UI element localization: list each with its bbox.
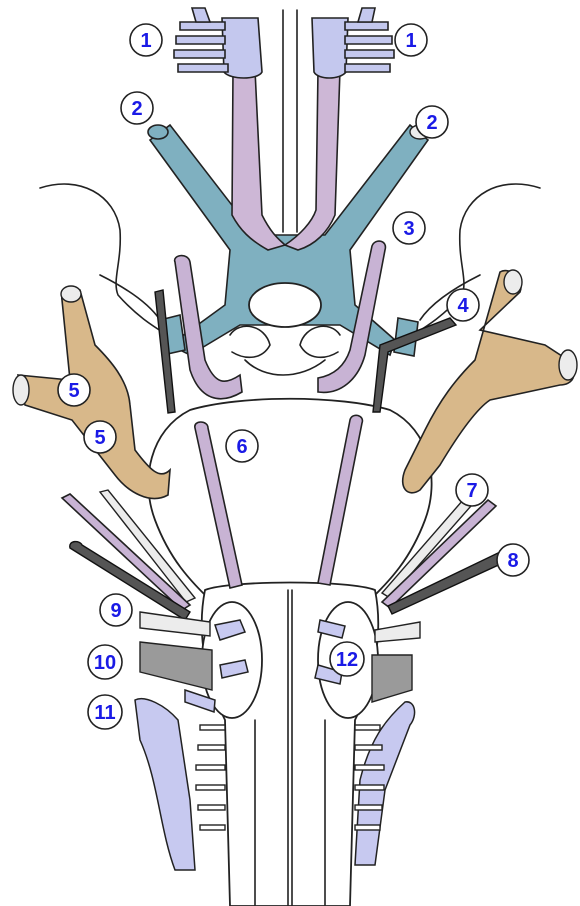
label-3: 3 <box>393 212 425 244</box>
label-10: 10 <box>88 645 122 679</box>
label-7: 7 <box>456 474 488 506</box>
label-2-left: 2 <box>121 92 153 124</box>
trigeminal-nerve-right <box>403 270 577 493</box>
label-text: 3 <box>403 218 414 240</box>
label-text: 5 <box>94 427 105 449</box>
olfactory-bulb-left <box>174 8 262 78</box>
label-text: 6 <box>236 436 247 458</box>
olfactory-bulb-right <box>312 8 394 78</box>
label-5-upper: 5 <box>58 374 90 406</box>
label-text: 1 <box>405 30 416 52</box>
label-6: 6 <box>226 430 258 462</box>
label-12: 12 <box>330 642 364 676</box>
label-9: 9 <box>100 594 132 626</box>
label-text: 10 <box>94 652 116 674</box>
trigeminal-nerve-left <box>13 286 170 498</box>
label-2-right: 2 <box>416 106 448 138</box>
label-text: 7 <box>466 480 477 502</box>
olfactory-tracts <box>232 70 340 250</box>
label-text: 1 <box>140 30 151 52</box>
label-11: 11 <box>88 695 122 729</box>
label-text: 5 <box>68 380 79 402</box>
label-text: 11 <box>94 702 115 724</box>
label-1-right: 1 <box>395 24 427 56</box>
label-text: 8 <box>507 550 518 572</box>
label-5-lower: 5 <box>84 421 116 453</box>
label-text: 12 <box>336 649 358 671</box>
label-text: 2 <box>426 112 437 134</box>
label-8: 8 <box>497 544 529 576</box>
pons <box>148 399 431 600</box>
label-text: 2 <box>131 98 142 120</box>
accessory-nerve-left <box>135 690 215 870</box>
label-text: 4 <box>457 295 469 317</box>
label-4: 4 <box>447 289 479 321</box>
label-text: 9 <box>110 600 121 622</box>
label-1-left: 1 <box>130 24 162 56</box>
